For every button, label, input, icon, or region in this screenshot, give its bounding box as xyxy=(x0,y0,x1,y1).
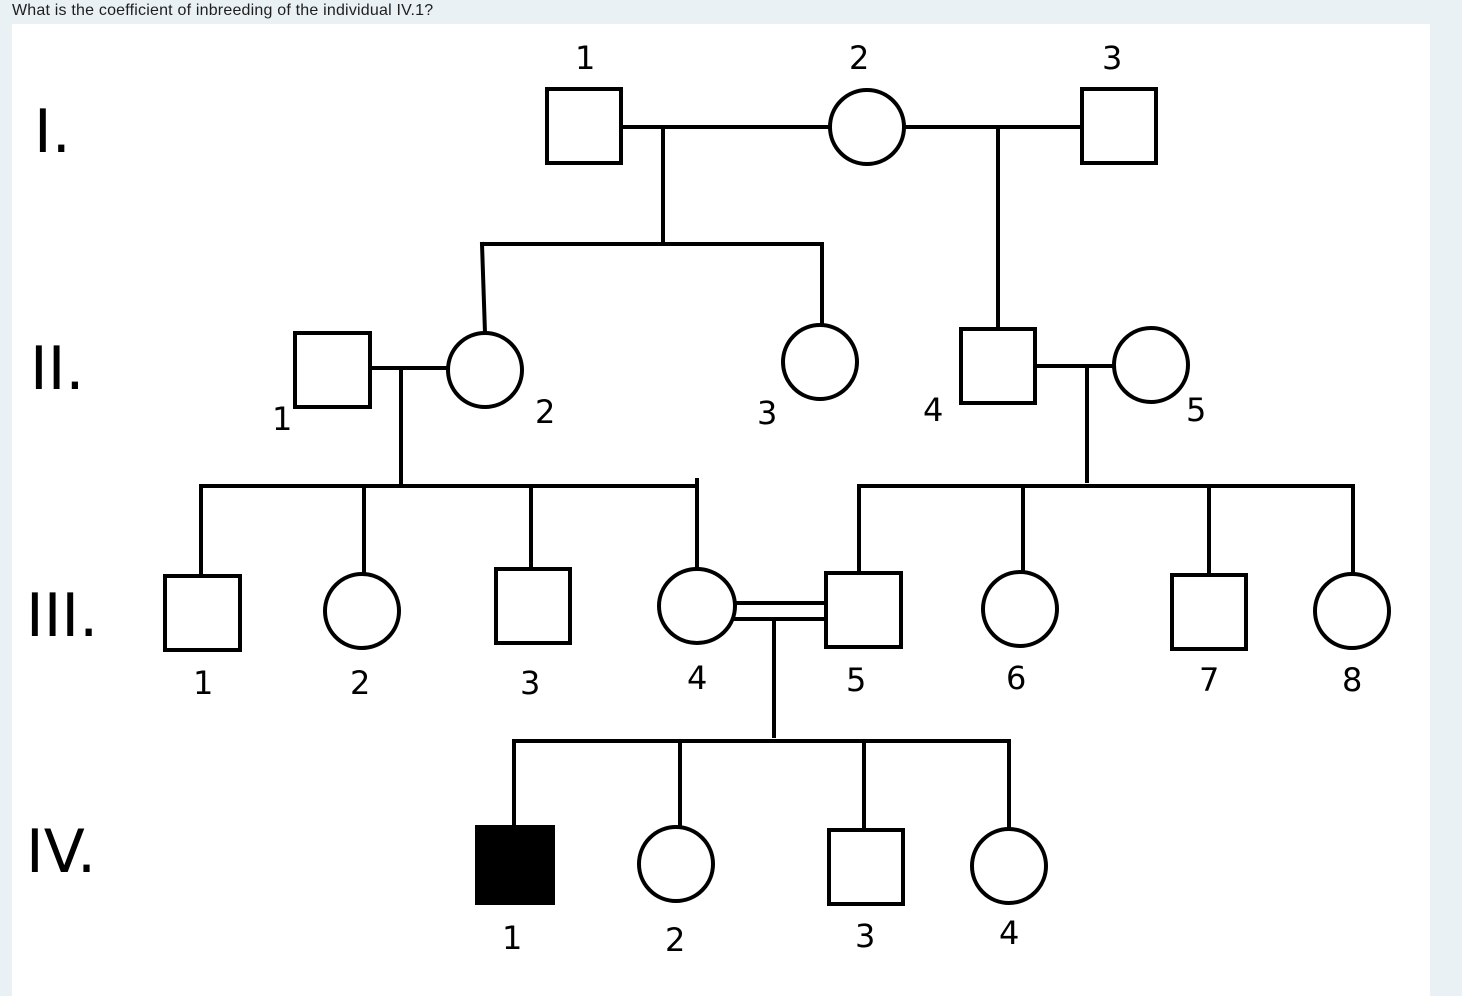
pedigree-lines xyxy=(199,125,1355,831)
individual-I3-number: 3 xyxy=(1102,39,1122,77)
individual-IV2-number: 2 xyxy=(665,921,685,959)
individual-III6-circle xyxy=(981,570,1059,648)
generation-label-I: I. xyxy=(34,97,71,167)
child-line-II2 xyxy=(479,241,488,336)
individual-II3-circle xyxy=(781,323,859,401)
individual-II5-circle xyxy=(1112,326,1190,404)
individual-III4-number: 4 xyxy=(687,659,707,697)
individual-I1-number: 1 xyxy=(575,39,595,77)
individual-III1-number: 1 xyxy=(193,664,213,702)
individual-III3-number: 3 xyxy=(520,664,540,702)
individual-I1-square xyxy=(545,87,623,165)
individual-II2-circle xyxy=(446,331,524,409)
individual-II1-number: 1 xyxy=(272,400,292,438)
individual-IV4-number: 4 xyxy=(999,914,1019,952)
individual-III5-square xyxy=(824,571,903,649)
individual-III7-number: 7 xyxy=(1199,661,1219,699)
generation-label-IV: IV. xyxy=(26,817,96,887)
individual-III4-circle xyxy=(657,567,737,645)
individual-III2-circle xyxy=(323,572,401,650)
individual-III3-square xyxy=(494,567,572,645)
generation-label-II: II. xyxy=(30,334,84,404)
individual-III5-number: 5 xyxy=(846,661,866,699)
individual-II2-number: 2 xyxy=(535,393,555,431)
individual-II5-number: 5 xyxy=(1186,391,1206,429)
individual-IV3-square xyxy=(827,828,905,906)
individual-IV1-square xyxy=(475,825,555,905)
individual-IV2-circle xyxy=(637,825,715,903)
individual-I3-square xyxy=(1080,87,1158,165)
pedigree-panel xyxy=(12,24,1430,996)
individual-III7-square xyxy=(1170,573,1248,651)
individual-IV1-number: 1 xyxy=(502,919,522,957)
individual-II4-number: 4 xyxy=(923,391,943,429)
individual-I2-circle xyxy=(828,88,906,166)
individual-III6-number: 6 xyxy=(1006,659,1026,697)
individual-II4-square xyxy=(959,327,1037,405)
generation-label-III: III. xyxy=(26,581,98,651)
individual-II3-number: 3 xyxy=(757,394,777,432)
individuals: 1 2 3 1 2 3 4 5 1 2 3 4 5 6 7 8 1 xyxy=(163,39,1391,959)
individual-III8-circle xyxy=(1313,572,1391,650)
individual-III2-number: 2 xyxy=(350,664,370,702)
individual-II1-square xyxy=(293,331,372,409)
individual-III8-number: 8 xyxy=(1342,661,1362,699)
individual-I2-number: 2 xyxy=(849,39,869,77)
question-text: What is the coefficient of inbreeding of… xyxy=(12,2,434,19)
individual-III1-square xyxy=(163,574,242,652)
individual-IV3-number: 3 xyxy=(855,917,875,955)
individual-IV4-circle xyxy=(970,827,1048,905)
